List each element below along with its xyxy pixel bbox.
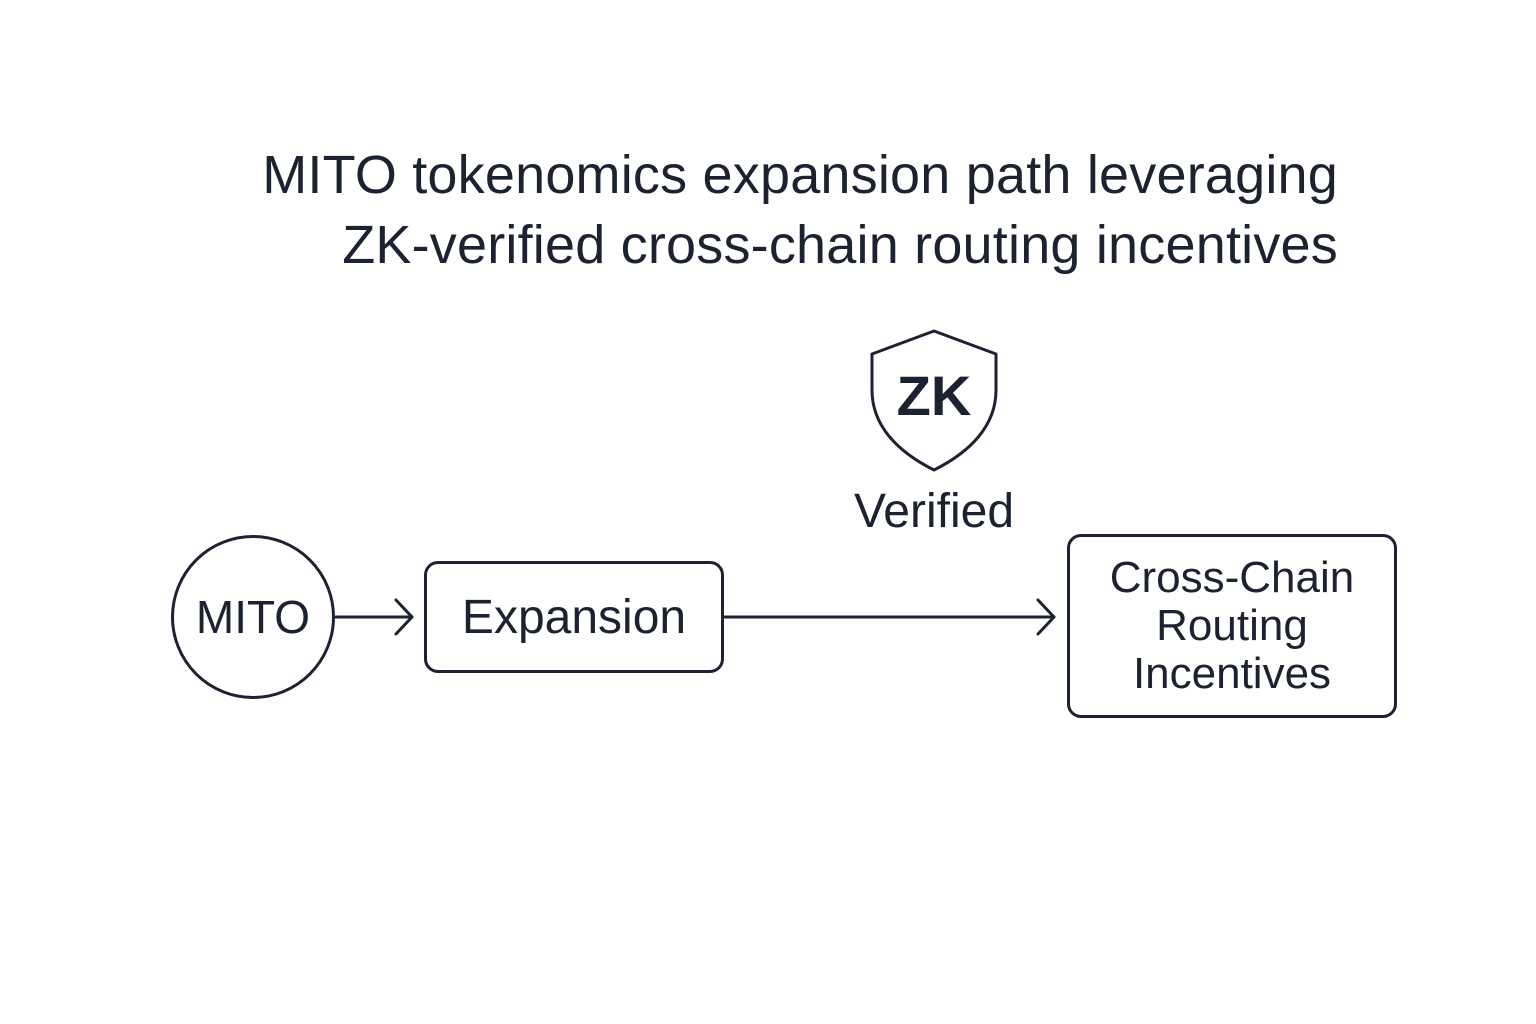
arrow-mito-to-expansion <box>334 598 414 636</box>
mito-node: MITO <box>171 535 335 699</box>
diagram-title: MITO tokenomics expansion path leveragin… <box>138 140 1338 280</box>
routing-label-line-2: Routing <box>1156 601 1308 650</box>
expansion-node-label: Expansion <box>461 590 687 644</box>
mito-node-label: MITO <box>195 591 311 643</box>
routing-label-line-1: Cross-Chain <box>1109 553 1355 602</box>
routing-incentives-label: Cross-Chain Routing Incentives <box>1110 554 1355 698</box>
routing-label-line-3: Incentives <box>1132 649 1332 698</box>
zk-badge-label: ZK <box>896 364 972 427</box>
routing-incentives-node: Cross-Chain Routing Incentives <box>1067 534 1397 718</box>
expansion-node: Expansion <box>424 561 724 673</box>
verified-label: Verified <box>853 485 1015 538</box>
title-line-2: ZK-verified cross-chain routing incentiv… <box>342 215 1338 275</box>
shield-icon <box>870 329 998 472</box>
arrow-expansion-to-routing <box>723 598 1056 636</box>
title-line-1: MITO tokenomics expansion path leveragin… <box>262 145 1338 205</box>
